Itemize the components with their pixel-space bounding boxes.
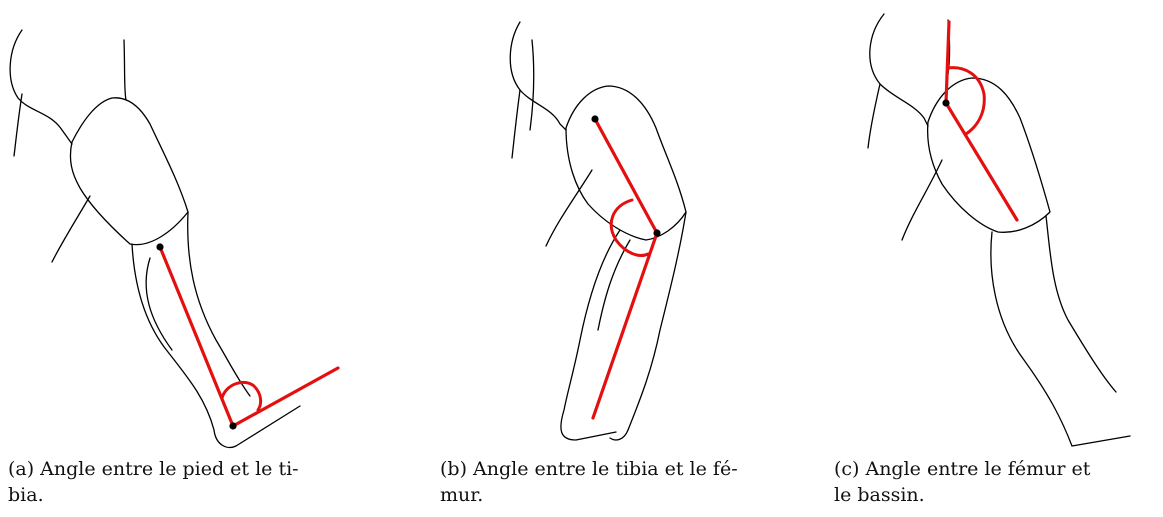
caption-tag: (b) [440,458,467,480]
hip-point [591,115,598,122]
thigh-front-line [52,196,90,262]
hip-outline [510,22,566,130]
ankle-joint [229,422,236,429]
shin-front [1046,216,1116,392]
angle-arc [222,382,261,410]
pelvis-segment [946,22,949,103]
hip-left-line [868,84,880,148]
leg-diagram-a [0,0,380,450]
femur-segment [595,119,657,233]
caption-a: (a)Angle entre le pied et le ti- bia. [8,456,328,508]
caption-text: Angle entre le tibia et le fé- mur. [440,458,738,506]
shin-back [561,230,620,440]
hip-outline [10,30,72,144]
thigh-front-line [546,170,592,246]
figure-b [440,0,780,450]
shin-front [188,212,250,396]
hip-left-line [14,94,22,156]
hip-joint [942,99,949,106]
knee-joint [156,243,163,250]
tibia-segment [593,233,657,418]
shin-back [991,232,1130,446]
calf-line [598,240,630,330]
figure-c [840,0,1163,450]
back-line [124,40,126,100]
hip-outline [870,14,928,126]
thigh-outline [566,86,686,240]
caption-c: (c)Angle entre le fémur et le bassin. [834,456,1156,508]
figure-a [0,0,380,450]
foot-segment [233,368,338,426]
thigh-front-line [902,160,942,240]
caption-tag: (a) [8,458,34,480]
caption-tag: (c) [834,458,859,480]
angle-arc [948,68,984,134]
calf-line [146,258,172,350]
hip-left-line [512,90,520,158]
back-line [530,40,534,130]
caption-text: Angle entre le fémur et le bassin. [834,458,1090,506]
thigh-outline [70,98,188,245]
leg-diagram-c [840,0,1163,450]
caption-text: Angle entre le pied et le ti- bia. [8,458,299,506]
caption-b: (b)Angle entre le tibia et le fé- mur. [440,456,760,508]
leg-diagram-b [440,0,780,450]
knee-joint [653,229,660,236]
shin-back [132,244,300,447]
